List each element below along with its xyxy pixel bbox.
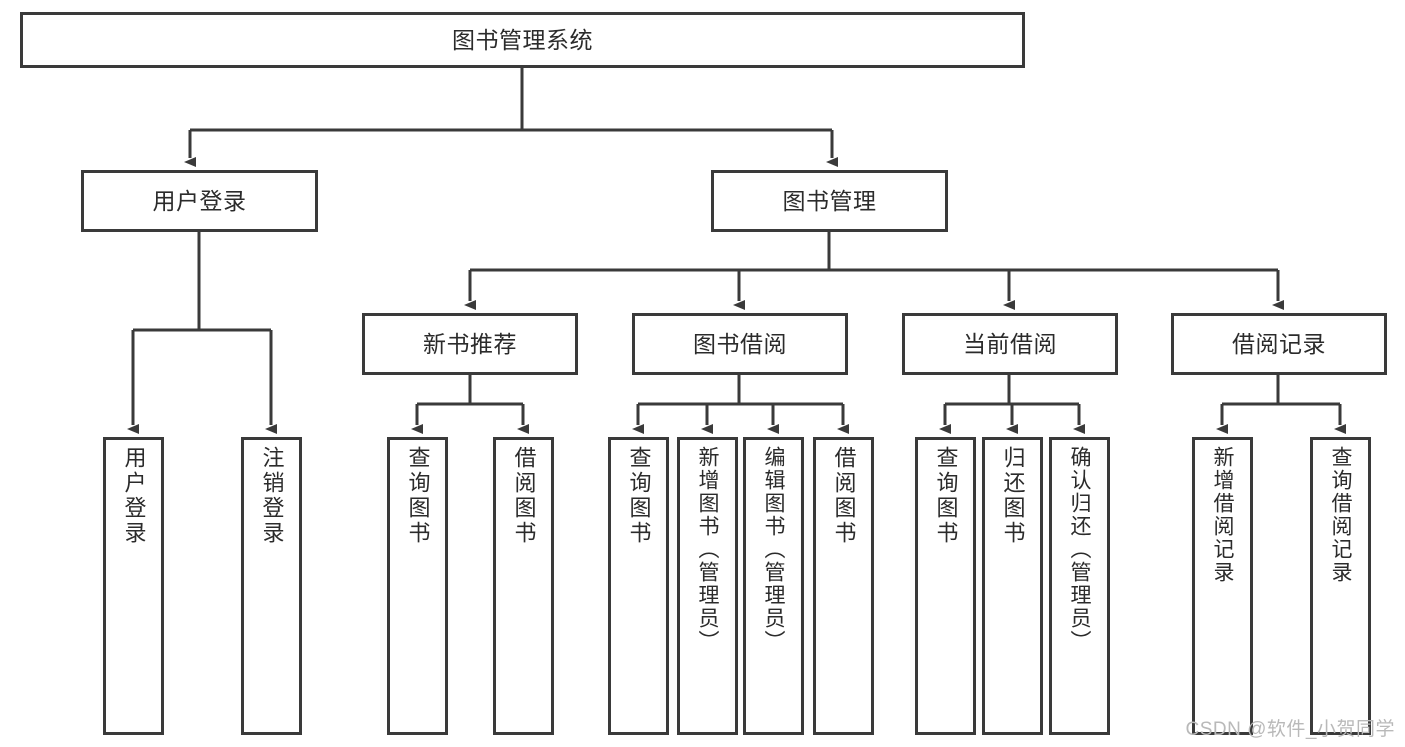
leaf-current-borrow-confirm-return-admin[interactable]: 确认归还（管理员） (1049, 437, 1110, 735)
node-new-book-recommend[interactable]: 新书推荐 (362, 313, 578, 375)
node-label: 查询图书 (933, 446, 959, 546)
node-label: 查询图书 (626, 446, 652, 546)
node-label: 借阅图书 (511, 446, 537, 546)
node-book-borrow[interactable]: 图书借阅 (632, 313, 848, 375)
node-label: 图书管理系统 (452, 26, 593, 53)
leaf-new-book-borrow-book[interactable]: 借阅图书 (493, 437, 554, 735)
node-user-login[interactable]: 用户登录 (81, 170, 318, 232)
node-book-management[interactable]: 图书管理 (711, 170, 948, 232)
node-label: 编辑图书（管理员） (762, 446, 785, 653)
node-label: 当前借阅 (963, 330, 1057, 357)
node-label: 查询图书 (405, 446, 431, 546)
node-label: 归还图书 (1000, 446, 1026, 546)
leaf-current-borrow-return-book[interactable]: 归还图书 (982, 437, 1043, 735)
node-label: 用户登录 (121, 446, 147, 546)
leaf-user-login-logout[interactable]: 注销登录 (241, 437, 302, 735)
node-label: 新增借阅记录 (1211, 446, 1234, 584)
leaf-new-book-query-book[interactable]: 查询图书 (387, 437, 448, 735)
node-label: 用户登录 (152, 187, 247, 214)
node-label: 图书借阅 (693, 330, 787, 357)
leaf-book-borrow-query-book[interactable]: 查询图书 (608, 437, 669, 735)
node-label: 注销登录 (259, 446, 285, 546)
node-label: 新书推荐 (423, 330, 517, 357)
node-label: 借阅记录 (1232, 330, 1326, 357)
node-label: 确认归还（管理员） (1068, 446, 1091, 653)
leaf-book-borrow-edit-book-admin[interactable]: 编辑图书（管理员） (743, 437, 804, 735)
node-root-book-management-system[interactable]: 图书管理系统 (20, 12, 1025, 68)
watermark-text: CSDN @软件_小贺同学 (1185, 719, 1395, 740)
leaf-borrow-record-query-record[interactable]: 查询借阅记录 (1310, 437, 1371, 735)
node-borrow-record[interactable]: 借阅记录 (1171, 313, 1387, 375)
leaf-book-borrow-borrow-book[interactable]: 借阅图书 (813, 437, 874, 735)
node-label: 新增图书（管理员） (696, 446, 719, 653)
leaf-borrow-record-add-record[interactable]: 新增借阅记录 (1192, 437, 1253, 735)
node-label: 查询借阅记录 (1329, 446, 1352, 584)
node-current-borrow[interactable]: 当前借阅 (902, 313, 1118, 375)
leaf-user-login-login[interactable]: 用户登录 (103, 437, 164, 735)
node-label: 图书管理 (782, 187, 877, 214)
node-label: 借阅图书 (831, 446, 857, 546)
leaf-current-borrow-query-book[interactable]: 查询图书 (915, 437, 976, 735)
leaf-book-borrow-add-book-admin[interactable]: 新增图书（管理员） (677, 437, 738, 735)
